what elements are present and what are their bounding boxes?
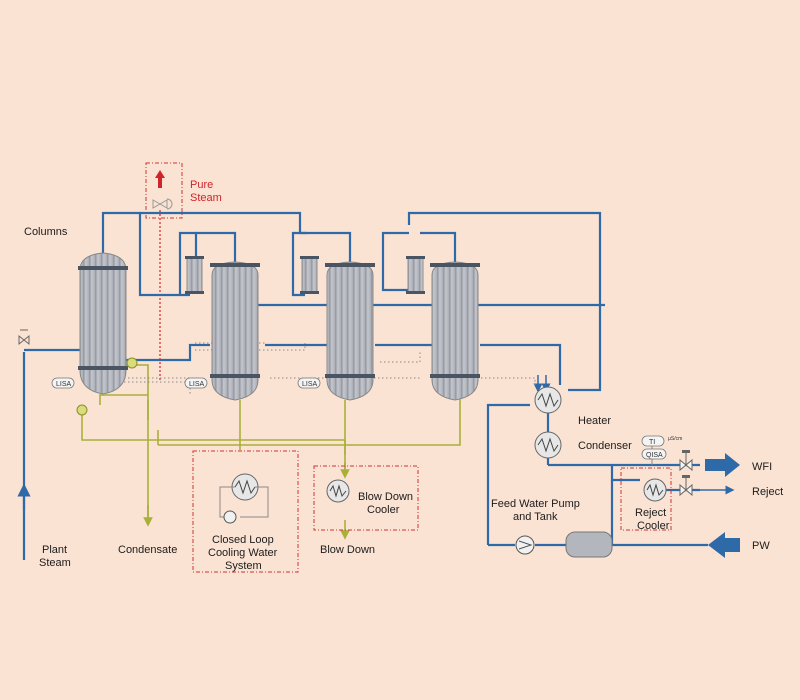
blow-down-cooler-label-2: Cooler xyxy=(367,504,400,516)
separator-2 xyxy=(300,256,319,294)
condenser-exchanger xyxy=(534,431,562,459)
column-3 xyxy=(325,261,375,401)
plant-steam-valve-icon xyxy=(18,329,30,346)
condensate-label: Condensate xyxy=(118,544,177,556)
separator-1 xyxy=(185,256,204,294)
reject-label: Reject xyxy=(752,486,783,498)
closed-loop-pump-icon xyxy=(223,510,237,524)
steam-trap-icon xyxy=(76,357,138,416)
conductivity-unit: µS/cm xyxy=(668,436,682,442)
pure-steam-arrowhead xyxy=(155,170,165,178)
reject-cooler-label-2: Cooler xyxy=(637,520,670,532)
lisa-tag-3: LISA xyxy=(297,377,321,389)
plant-steam-label-2: Steam xyxy=(39,557,71,569)
wfi-arrow-icon xyxy=(705,453,740,477)
wfi-label: WFI xyxy=(752,461,772,473)
column-4 xyxy=(430,261,480,401)
lisa-tag-1: LISA xyxy=(51,377,75,389)
feed-water-label-2: and Tank xyxy=(513,511,558,523)
pure-steam-valve-box xyxy=(145,162,183,219)
blow-down-cooler-label-1: Blow Down xyxy=(358,491,413,503)
separator-3 xyxy=(406,256,425,294)
closed-loop-label-2: Cooling Water xyxy=(208,547,278,559)
column-2 xyxy=(210,261,260,401)
blow-down-cooler-exchanger xyxy=(326,479,350,503)
heater-exchanger xyxy=(534,386,562,414)
columns-label: Columns xyxy=(24,226,68,238)
reject-cooler-exchanger xyxy=(643,478,667,502)
closed-loop-label-3: System xyxy=(225,560,262,572)
pure-steam-valve-icon xyxy=(152,198,173,210)
wfi-valve-icon xyxy=(679,450,693,472)
feed-water-label-1: Feed Water Pump xyxy=(491,498,580,510)
closed-loop-box xyxy=(192,450,299,573)
feed-water-pump-icon xyxy=(515,535,535,555)
closed-loop-label-1: Closed Loop xyxy=(212,534,274,546)
blow-down-label: Blow Down xyxy=(320,544,375,556)
heater-label: Heater xyxy=(578,415,611,427)
svg-text:QISA: QISA xyxy=(646,452,663,459)
pure-steam-label-2: Steam xyxy=(190,192,222,204)
reject-cooler-label-1: Reject xyxy=(635,507,666,519)
svg-text:LISA: LISA xyxy=(56,381,72,388)
blow-down-cooler-box xyxy=(313,465,419,531)
ti-tag: TI xyxy=(641,435,665,447)
pw-arrow-icon xyxy=(708,532,740,558)
lisa-tag-2: LISA xyxy=(184,377,208,389)
svg-text:LISA: LISA xyxy=(189,381,205,388)
pure-steam-label-1: Pure xyxy=(190,179,213,191)
closed-loop-exchanger xyxy=(231,473,259,501)
column-1 xyxy=(78,252,128,395)
pw-label: PW xyxy=(752,540,770,552)
qisa-tag: QISA xyxy=(641,448,667,460)
svg-text:TI: TI xyxy=(649,439,655,446)
plant-steam-label-1: Plant xyxy=(42,544,67,556)
condenser-label: Condenser xyxy=(578,440,632,452)
feed-water-tank xyxy=(565,531,613,558)
reject-cooler-box xyxy=(620,467,672,531)
reject-valve-icon xyxy=(679,475,693,497)
svg-text:LISA: LISA xyxy=(302,381,318,388)
